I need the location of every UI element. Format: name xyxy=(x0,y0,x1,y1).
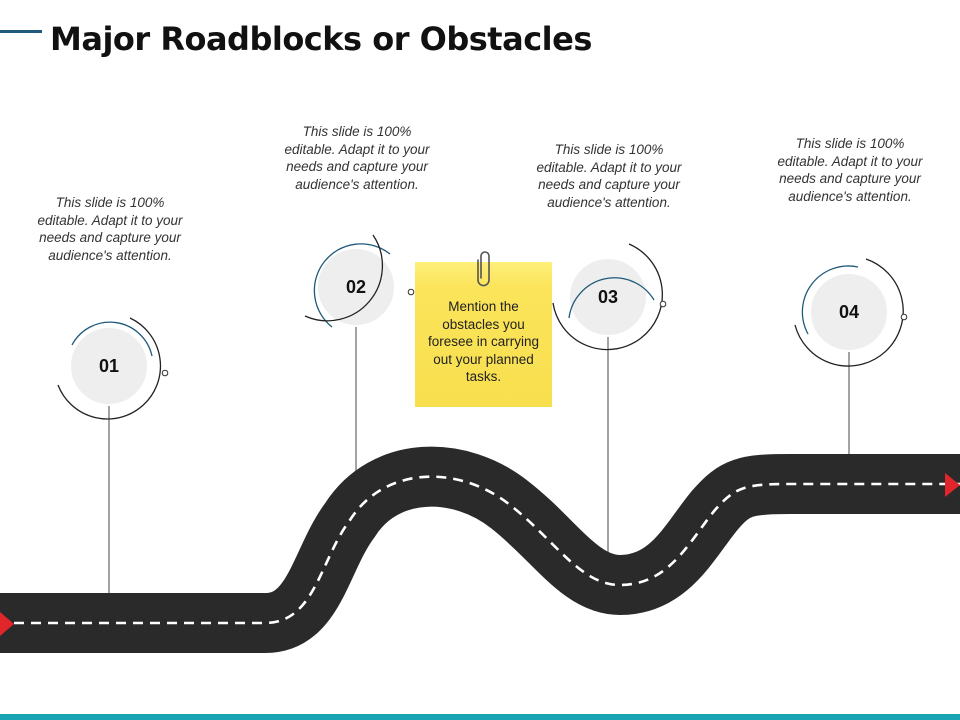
milestone-node-04 xyxy=(794,258,908,367)
page-title: Major Roadblocks or Obstacles xyxy=(50,20,592,58)
title-accent-line xyxy=(0,30,42,33)
milestone-node-03 xyxy=(552,243,667,351)
milestone-description-04: This slide is 100% editable. Adapt it to… xyxy=(777,136,923,204)
milestone-number-01: 01 xyxy=(98,356,120,376)
sticky-note-text: Mention the obstacles you foresee in car… xyxy=(427,299,540,384)
milestone-description-03: This slide is 100% editable. Adapt it to… xyxy=(536,142,682,210)
road-end-arrow-icon xyxy=(945,473,960,497)
milestone-description-01: This slide is 100% editable. Adapt it to… xyxy=(37,195,183,263)
milestone-node-02 xyxy=(304,234,415,328)
milestone-description-02: This slide is 100% editable. Adapt it to… xyxy=(284,124,430,192)
milestone-number-04: 04 xyxy=(838,302,860,322)
milestone-number-03: 03 xyxy=(597,287,619,307)
paperclip-icon xyxy=(477,251,490,287)
road-center-dashes xyxy=(0,475,960,625)
milestone-node-01 xyxy=(57,317,169,420)
road-start-arrow-icon xyxy=(0,612,14,636)
bottom-accent-bar xyxy=(0,714,960,720)
milestone-number-02: 02 xyxy=(345,277,367,297)
road xyxy=(0,446,960,653)
